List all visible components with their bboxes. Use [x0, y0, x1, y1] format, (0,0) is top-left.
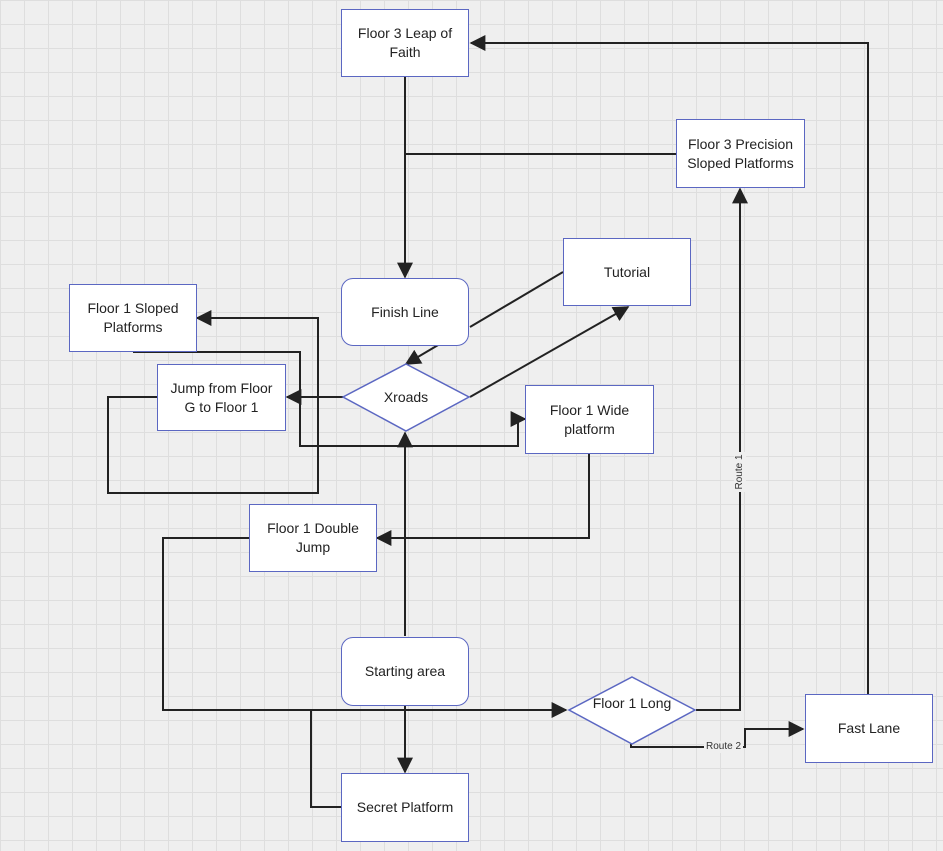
edge-tutorial-to-xroads: [469, 271, 564, 328]
floor1-long-label: Floor 1 Long: [592, 695, 672, 711]
node-wide-platform[interactable]: Floor 1 Wide platform: [525, 385, 654, 454]
edge-long-to-precision-route1: [696, 187, 748, 711]
node-finish-line[interactable]: Finish Line: [341, 278, 469, 346]
edge-doublejump-to-long: [162, 537, 568, 718]
edge-long-to-fastlane-route2: [630, 721, 805, 748]
edge-label-route2: Route 2: [704, 741, 744, 753]
edge-sloped-to-wide: [133, 351, 527, 447]
node-precision-sloped[interactable]: Floor 3 Precision Sloped Platforms: [676, 119, 805, 188]
node-starting-area[interactable]: Starting area: [341, 637, 469, 706]
node-leap-of-faith[interactable]: Floor 3 Leap of Faith: [341, 9, 469, 77]
node-secret-platform[interactable]: Secret Platform: [341, 773, 469, 842]
node-floor1-long[interactable]: Floor 1 Long: [590, 694, 674, 730]
edge-xroads-to-tutorial: [469, 306, 630, 398]
edge-jump-to-sloped: [107, 310, 319, 494]
edge-label-route1: Route 1: [734, 452, 746, 492]
node-jump-floor-g[interactable]: Jump from Floor G to Floor 1: [157, 364, 286, 431]
node-fast-lane[interactable]: Fast Lane: [805, 694, 933, 763]
edge-fastlane-to-leap: [469, 35, 869, 694]
floor1-long-diamond: [567, 676, 697, 745]
node-sloped-platforms[interactable]: Floor 1 Sloped Platforms: [69, 284, 197, 352]
edge-secret-to-main: [310, 710, 341, 808]
node-xroads[interactable]: Xroads: [383, 389, 429, 405]
node-double-jump[interactable]: Floor 1 Double Jump: [249, 504, 377, 572]
node-tutorial[interactable]: Tutorial: [563, 238, 691, 306]
xroads-diamond: [341, 363, 471, 432]
edge-wide-to-doublejump: [375, 454, 590, 546]
